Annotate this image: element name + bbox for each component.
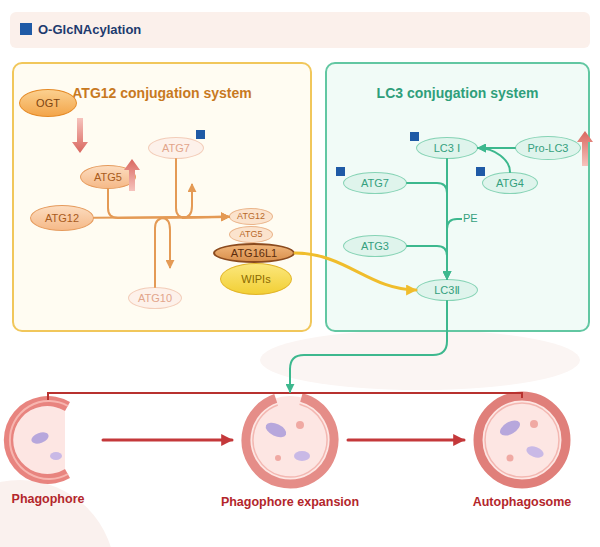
protein-node: ATG10 bbox=[128, 287, 182, 309]
node-label: ATG3 bbox=[361, 241, 389, 252]
node-label: ATG12 bbox=[237, 212, 265, 221]
protein-node: ATG7 bbox=[343, 172, 407, 194]
legend-band bbox=[10, 12, 590, 48]
cell-shape bbox=[260, 330, 580, 390]
node-label: LC3Ⅱ bbox=[434, 285, 460, 296]
membrane-line bbox=[10, 401, 68, 479]
node-label: ATG5 bbox=[240, 230, 263, 239]
expansion-lumen bbox=[246, 396, 334, 484]
reagent-label: PE bbox=[463, 212, 478, 224]
membrane-line bbox=[245, 395, 336, 486]
system-box: LC3 conjugation systemLC3 ⅠPro-LC3ATG7AT… bbox=[325, 62, 590, 332]
node-label: WIPIs bbox=[241, 274, 270, 285]
cargo bbox=[497, 417, 522, 438]
phagophore-membrane bbox=[4, 396, 70, 484]
node-label: ATG5 bbox=[94, 172, 122, 183]
protein-node: Pro-LC3 bbox=[515, 136, 581, 160]
flow-arrow bbox=[478, 148, 510, 172]
node-label: ATG10 bbox=[138, 293, 172, 304]
stage-node: Phagophore expansion bbox=[242, 392, 338, 488]
cargo bbox=[525, 444, 545, 460]
flow-arrow bbox=[348, 439, 464, 442]
flow-arrow bbox=[407, 246, 447, 279]
node-label: LC3 Ⅰ bbox=[434, 143, 460, 154]
node-label: ATG16L1 bbox=[231, 248, 277, 259]
autophagosome-membrane bbox=[478, 396, 566, 484]
cargo bbox=[296, 421, 304, 429]
flow-arrow bbox=[103, 439, 232, 442]
box-heading: LC3 conjugation system bbox=[327, 86, 588, 100]
membrane-line bbox=[485, 403, 559, 477]
flow-arrow bbox=[108, 189, 229, 218]
node-label: OGT bbox=[36, 98, 60, 109]
legend-swatch bbox=[20, 23, 32, 35]
process-bracket bbox=[48, 393, 522, 400]
protein-node: OGT bbox=[19, 89, 77, 117]
flow-arrow bbox=[155, 217, 229, 287]
protein-node: ATG4 bbox=[482, 172, 538, 194]
protein-node: ATG3 bbox=[343, 235, 407, 257]
cargo bbox=[30, 430, 50, 446]
stage-label: Autophagosome bbox=[473, 496, 572, 509]
node-label: ATG7 bbox=[361, 178, 389, 189]
protein-node: ATG5 bbox=[229, 226, 273, 243]
node-label: ATG12 bbox=[45, 213, 79, 224]
cargo bbox=[294, 451, 310, 461]
cargo bbox=[275, 455, 281, 461]
flow-arrow bbox=[176, 159, 229, 218]
stage-label: Phagophore expansion bbox=[221, 496, 359, 509]
stage-node: Autophagosome bbox=[474, 392, 570, 488]
stage-label: Phagophore bbox=[12, 493, 85, 506]
protein-node: LC3Ⅱ bbox=[416, 279, 478, 301]
flow-arrow bbox=[295, 253, 416, 290]
cell-shape bbox=[0, 480, 115, 547]
protein-node: ATG12 bbox=[30, 205, 94, 231]
flow-arrow bbox=[407, 183, 447, 279]
flow-arrow bbox=[446, 159, 448, 279]
legend-text: O-GlcNAcylation bbox=[38, 22, 141, 37]
system-box: ATG12 conjugation systemOGTATG5ATG7ATG12… bbox=[12, 62, 312, 332]
node-label: ATG7 bbox=[162, 143, 190, 154]
flow-arrow bbox=[94, 217, 229, 218]
protein-node: ATG12 bbox=[229, 208, 273, 225]
node-label: Pro-LC3 bbox=[528, 143, 569, 154]
flow-arrow bbox=[290, 301, 447, 392]
protein-node: ATG7 bbox=[148, 137, 204, 159]
protein-node: ATG5 bbox=[80, 165, 136, 189]
node-label: ATG4 bbox=[496, 178, 524, 189]
stage-node: Phagophore bbox=[3, 395, 93, 485]
protein-node: WIPIs bbox=[220, 263, 292, 295]
cargo bbox=[263, 420, 288, 440]
protein-node: LC3 Ⅰ bbox=[416, 137, 478, 159]
flow-arrow bbox=[478, 147, 515, 149]
phagophore-lumen bbox=[13, 406, 65, 474]
cargo bbox=[530, 420, 538, 428]
protein-node: ATG16L1 bbox=[213, 243, 295, 263]
cargo bbox=[50, 452, 62, 460]
expansion-membrane bbox=[236, 386, 344, 494]
cargo bbox=[507, 455, 514, 462]
